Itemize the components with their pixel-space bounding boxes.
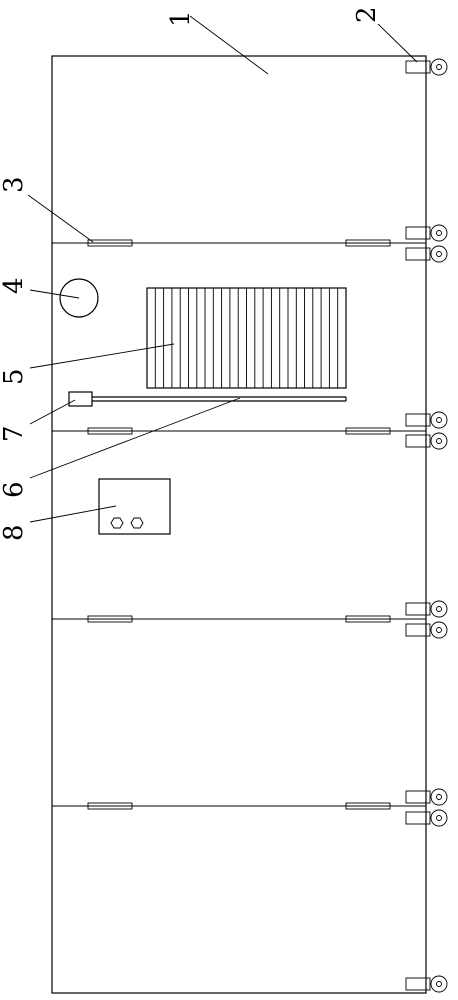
handle-block — [68, 391, 93, 407]
hex-knob-right — [130, 517, 144, 529]
hinge — [405, 245, 448, 263]
partition-4 — [52, 802, 426, 810]
hinge — [405, 411, 448, 429]
label-2: 2 — [352, 6, 382, 23]
partition-1 — [52, 239, 426, 247]
label-4: 4 — [0, 277, 29, 294]
radiator-fins — [146, 287, 347, 389]
leader-line-5 — [29, 343, 175, 369]
leader-line-8 — [29, 505, 117, 523]
hinge — [405, 809, 448, 827]
label-1: 1 — [166, 10, 196, 27]
hinge — [405, 58, 448, 76]
label-3: 3 — [0, 176, 29, 193]
label-6: 6 — [0, 481, 29, 498]
leader-line-2 — [377, 23, 418, 63]
hinge — [405, 600, 448, 618]
hinge — [405, 975, 448, 993]
hinge — [405, 432, 448, 450]
partition-3 — [52, 615, 426, 623]
leader-line-1 — [189, 15, 269, 75]
cabinet-body — [51, 55, 427, 994]
hinge-group — [405, 58, 448, 993]
control-box — [98, 478, 171, 535]
hinge — [405, 224, 448, 242]
label-8: 8 — [0, 524, 29, 541]
leader-line-3 — [27, 194, 94, 243]
hinge — [405, 621, 448, 639]
round-fan-component — [59, 278, 99, 318]
hex-knob-left — [110, 517, 124, 529]
hinge — [405, 788, 448, 806]
label-7: 7 — [0, 425, 29, 442]
partition-2 — [52, 427, 426, 435]
leader-line-6 — [29, 397, 241, 479]
leader-line-4 — [29, 289, 80, 299]
leader-line-7 — [29, 399, 76, 425]
label-5: 5 — [0, 368, 29, 385]
support-rod — [92, 396, 347, 402]
